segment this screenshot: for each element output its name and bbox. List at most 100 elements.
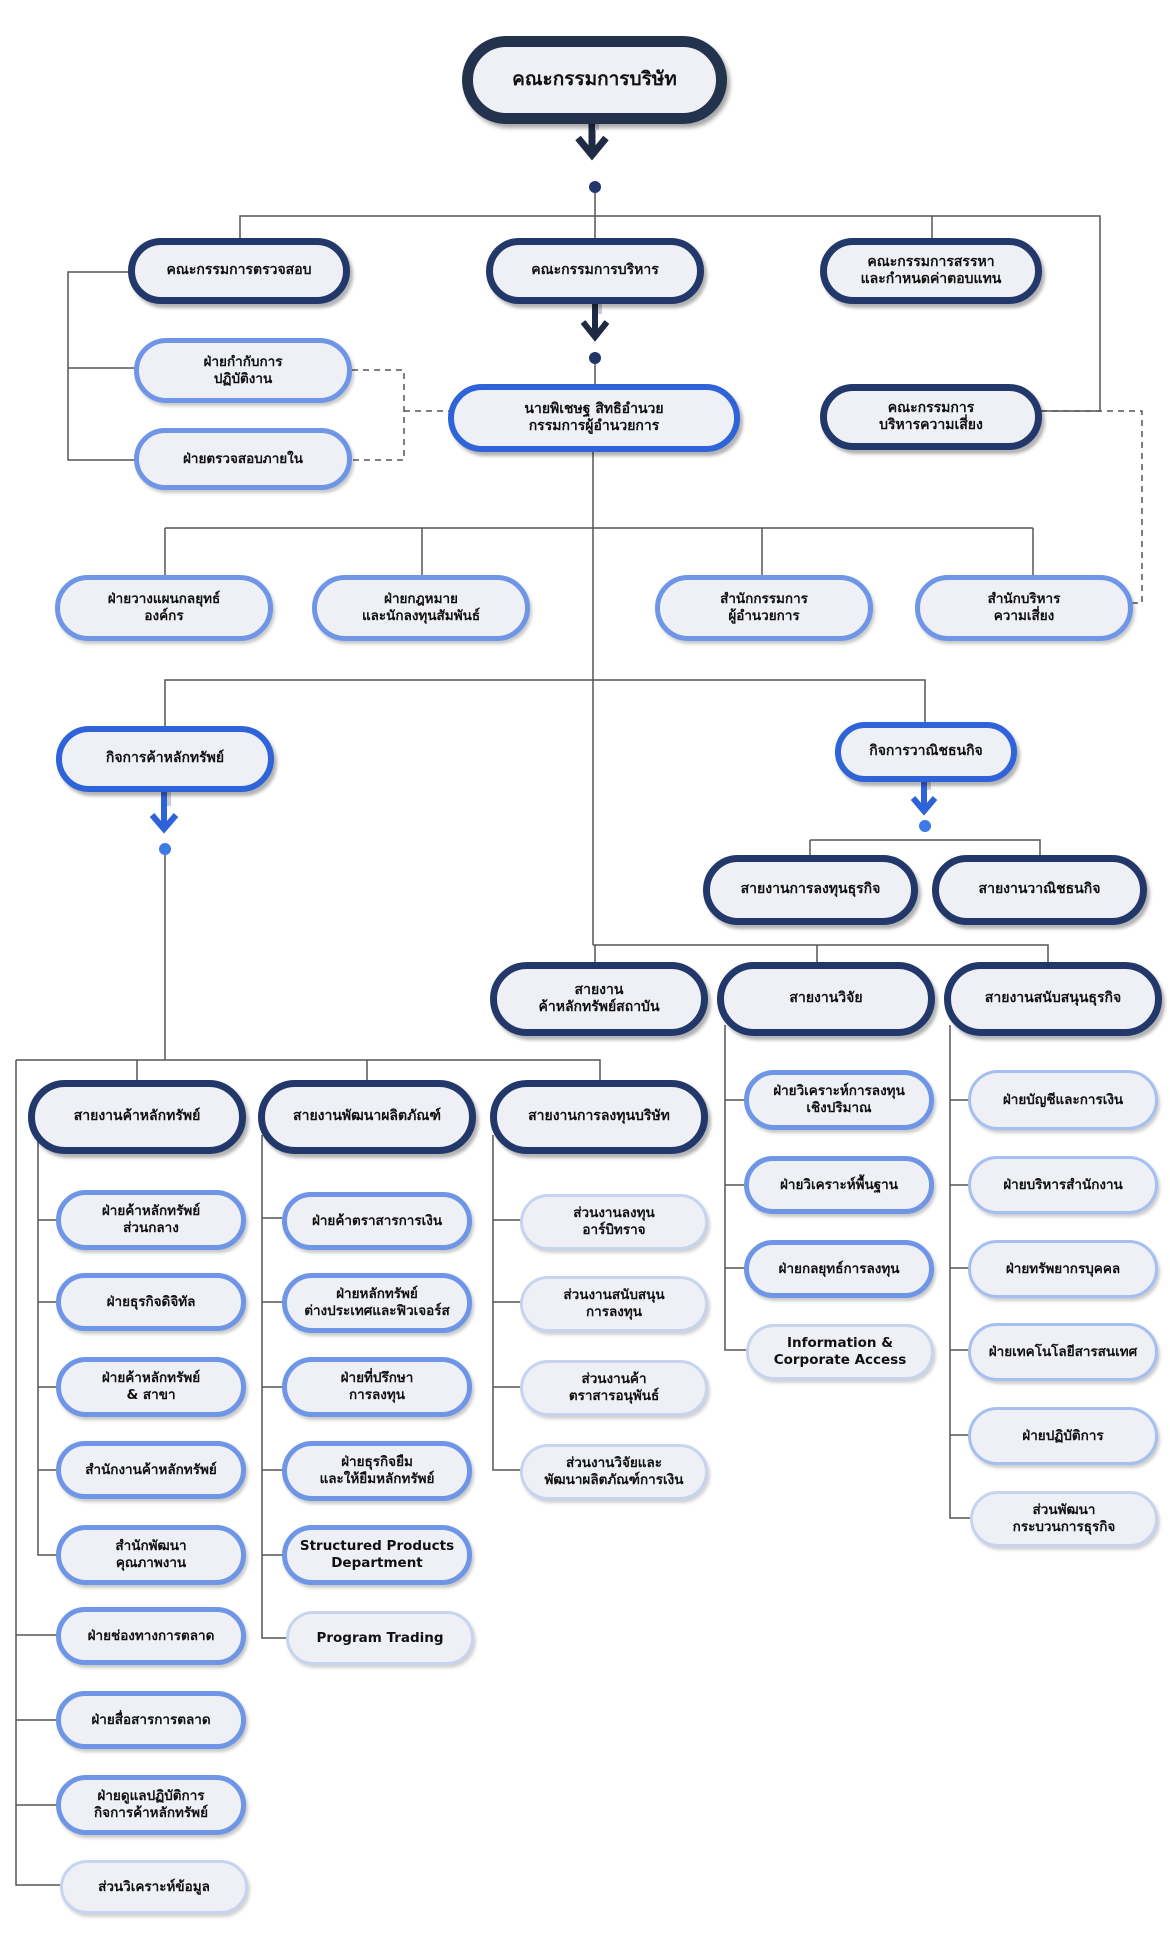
corporate-access-unit[interactable]: Information &Corporate Access <box>746 1324 934 1380</box>
office-admin-label: ฝ่ายบริหารสำนักงาน <box>1003 1176 1123 1193</box>
research-label: สายงานวิจัย <box>789 990 863 1007</box>
marketing-comm-label: ฝ่ายสื่อสารการตลาด <box>91 1711 211 1728</box>
commercial-business-label: กิจการวาณิชธนกิจ <box>869 743 983 760</box>
nomination-committee[interactable]: คณะกรรมการสรรหาและกำหนดค่าตอบแทน <box>820 238 1042 304</box>
institutional-label: สายงานค้าหลักทรัพย์สถาบัน <box>538 981 660 1016</box>
board-of-directors[interactable]: คณะกรรมการบริษัท <box>462 36 727 124</box>
arbitrage-unit[interactable]: ส่วนงานลงทุนอาร์บิทราจ <box>520 1194 708 1250</box>
sec-central-label: ฝ่ายค้าหลักทรัพย์ส่วนกลาง <box>101 1203 201 1236</box>
sec-branch-dept[interactable]: ฝ่ายค้าหลักทรัพย์& สาขา <box>56 1357 246 1417</box>
institutional-line[interactable]: สายงานค้าหลักทรัพย์สถาบัน <box>490 962 708 1036</box>
board-label: คณะกรรมการบริษัท <box>512 68 677 91</box>
sbl-dept[interactable]: ฝ่ายธุรกิจยืมและให้ยืมหลักทรัพย์ <box>282 1441 472 1501</box>
investment-strategy-dept[interactable]: ฝ่ายกลยุทธ์การลงทุน <box>744 1240 934 1298</box>
sec-office[interactable]: สำนักงานค้าหลักทรัพย์ <box>56 1441 246 1499</box>
foreign-futures-label: ฝ่ายหลักทรัพย์ต่างประเทศและฟิวเจอร์ส <box>304 1286 450 1319</box>
process-dev-unit[interactable]: ส่วนพัฒนากระบวนการธุรกิจ <box>970 1491 1158 1547</box>
it-label: ฝ่ายเทคโนโลยีสารสนเทศ <box>988 1343 1138 1360</box>
executive-committee[interactable]: คณะกรรมการบริหาร <box>486 238 704 304</box>
program-trading-label: Program Trading <box>316 1629 444 1646</box>
strategic-planning-label: ฝ่ายวางแผนกลยุทธ์องค์กร <box>107 591 221 624</box>
business-support-line[interactable]: สายงานสนับสนุนธุรกิจ <box>944 962 1162 1036</box>
investment-advisory-dept[interactable]: ฝ่ายที่ปรึกษาการลงทุน <box>282 1357 472 1417</box>
ceo-office[interactable]: สำนักกรรมการผู้อำนวยการ <box>655 575 873 641</box>
executive-committee-label: คณะกรรมการบริหาร <box>531 262 659 279</box>
quant-analysis-dept[interactable]: ฝ่ายวิเคราะห์การลงทุนเชิงปริมาณ <box>744 1070 934 1130</box>
operations-dept[interactable]: ฝ่ายปฏิบัติการ <box>968 1407 1158 1465</box>
compliance-dept[interactable]: ฝ่ายกำกับการปฏิบัติงาน <box>134 338 352 403</box>
securities-line-label: สายงานค้าหลักทรัพย์ <box>73 1108 201 1125</box>
company-investment-line[interactable]: สายงานการลงทุนบริษัท <box>490 1080 708 1154</box>
sec-branch-label: ฝ่ายค้าหลักทรัพย์& สาขา <box>101 1370 201 1403</box>
accounting-dept[interactable]: ฝ่ายบัญชีและการเงิน <box>968 1070 1158 1130</box>
product-dev-line[interactable]: สายงานพัฒนาผลิตภัณฑ์ <box>258 1080 476 1154</box>
securities-business-label: กิจการค้าหลักทรัพย์ <box>105 750 225 767</box>
digital-label: ฝ่ายธุรกิจดิจิทัล <box>106 1293 196 1310</box>
money-market-label: ฝ่ายค้าตราสารการเงิน <box>311 1212 443 1229</box>
ceo-node[interactable]: นายพิเชษฐ สิทธิอำนวยกรรมการผู้อำนวยการ <box>448 384 740 452</box>
legal-dept[interactable]: ฝ่ายกฎหมายและนักลงทุนสัมพันธ์ <box>312 575 530 641</box>
sec-office-label: สำนักงานค้าหลักทรัพย์ <box>85 1461 217 1478</box>
investment-support-unit[interactable]: ส่วนงานสนับสนุนการลงทุน <box>520 1276 708 1332</box>
data-analysis-label: ส่วนวิเคราะห์ข้อมูล <box>98 1878 210 1895</box>
ceo-label: นายพิเชษฐ สิทธิอำนวยกรรมการผู้อำนวยการ <box>524 400 664 435</box>
money-market-dept[interactable]: ฝ่ายค้าตราสารการเงิน <box>282 1192 472 1250</box>
risk-office[interactable]: สำนักบริหารความเสี่ยง <box>915 575 1133 641</box>
operations-label: ฝ่ายปฏิบัติการ <box>1022 1427 1104 1444</box>
internal-audit-label: ฝ่ายตรวจสอบภายใน <box>182 450 304 467</box>
hr-label: ฝ่ายทรัพยากรบุคคล <box>1005 1260 1121 1277</box>
commercial-line-label: สายงานวาณิชธนกิจ <box>978 881 1101 898</box>
research-line[interactable]: สายงานวิจัย <box>717 962 935 1036</box>
operations-oversight-dept[interactable]: ฝ่ายดูแลปฏิบัติการกิจการค้าหลักทรัพย์ <box>56 1775 246 1835</box>
channels-dept[interactable]: ฝ่ายช่องทางการตลาด <box>56 1607 246 1665</box>
quality-dev-label: สำนักพัฒนาคุณภาพงาน <box>115 1538 187 1571</box>
legal-label: ฝ่ายกฎหมายและนักลงทุนสัมพันธ์ <box>361 591 481 624</box>
foreign-futures-dept[interactable]: ฝ่ายหลักทรัพย์ต่างประเทศและฟิวเจอร์ส <box>282 1273 472 1333</box>
ceo-office-label: สำนักกรรมการผู้อำนวยการ <box>720 591 808 624</box>
business-support-label: สายงานสนับสนุนธุรกิจ <box>984 990 1122 1007</box>
risk-committee-label: คณะกรรมการบริหารความเสี่ยง <box>879 399 983 434</box>
fundamental-analysis-dept[interactable]: ฝ่ายวิเคราะห์พื้นฐาน <box>744 1156 934 1214</box>
accounting-label: ฝ่ายบัญชีและการเงิน <box>1002 1091 1124 1108</box>
internal-audit-dept[interactable]: ฝ่ายตรวจสอบภายใน <box>134 428 352 490</box>
audit-committee[interactable]: คณะกรรมการตรวจสอบ <box>128 238 350 304</box>
audit-committee-label: คณะกรรมการตรวจสอบ <box>166 262 312 279</box>
risk-office-label: สำนักบริหารความเสี่ยง <box>987 591 1061 624</box>
operations-oversight-label: ฝ่ายดูแลปฏิบัติการกิจการค้าหลักทรัพย์ <box>93 1788 208 1821</box>
fundamental-analysis-label: ฝ่ายวิเคราะห์พื้นฐาน <box>780 1176 898 1193</box>
program-trading-unit[interactable]: Program Trading <box>286 1611 474 1665</box>
derivatives-trading-label: ส่วนงานค้าตราสารอนุพันธ์ <box>568 1371 660 1404</box>
marketing-comm-dept[interactable]: ฝ่ายสื่อสารการตลาด <box>56 1691 246 1749</box>
corporate-access-label: Information &Corporate Access <box>773 1335 907 1368</box>
channels-label: ฝ่ายช่องทางการตลาด <box>87 1627 215 1644</box>
investment-strategy-label: ฝ่ายกลยุทธ์การลงทุน <box>778 1260 900 1277</box>
financial-product-rnd-unit[interactable]: ส่วนงานวิจัยและพัฒนาผลิตภัณฑ์การเงิน <box>520 1444 708 1500</box>
securities-line[interactable]: สายงานค้าหลักทรัพย์ <box>28 1080 246 1154</box>
risk-committee[interactable]: คณะกรรมการบริหารความเสี่ยง <box>820 384 1042 450</box>
investment-support-label: ส่วนงานสนับสนุนการลงทุน <box>563 1287 665 1320</box>
sec-central-dept[interactable]: ฝ่ายค้าหลักทรัพย์ส่วนกลาง <box>56 1190 246 1250</box>
sbl-label: ฝ่ายธุรกิจยืมและให้ยืมหลักทรัพย์ <box>319 1454 435 1487</box>
securities-business[interactable]: กิจการค้าหลักทรัพย์ <box>56 726 274 792</box>
arbitrage-label: ส่วนงานลงทุนอาร์บิทราจ <box>573 1205 655 1238</box>
compliance-label: ฝ่ายกำกับการปฏิบัติงาน <box>203 353 283 387</box>
hr-dept[interactable]: ฝ่ายทรัพยากรบุคคล <box>968 1240 1158 1298</box>
product-dev-label: สายงานพัฒนาผลิตภัณฑ์ <box>293 1108 441 1125</box>
quant-analysis-label: ฝ่ายวิเคราะห์การลงทุนเชิงปริมาณ <box>773 1083 905 1116</box>
it-dept[interactable]: ฝ่ายเทคโนโลยีสารสนเทศ <box>968 1323 1158 1381</box>
investment-banking-line[interactable]: สายงานการลงทุนธุรกิจ <box>703 855 918 925</box>
financial-product-rnd-label: ส่วนงานวิจัยและพัฒนาผลิตภัณฑ์การเงิน <box>544 1455 684 1488</box>
investment-banking-label: สายงานการลงทุนธุรกิจ <box>740 881 881 898</box>
commercial-line[interactable]: สายงานวาณิชธนกิจ <box>932 855 1147 925</box>
company-investment-label: สายงานการลงทุนบริษัท <box>528 1108 670 1125</box>
office-admin-dept[interactable]: ฝ่ายบริหารสำนักงาน <box>968 1156 1158 1214</box>
data-analysis-unit[interactable]: ส่วนวิเคราะห์ข้อมูล <box>60 1860 248 1914</box>
commercial-business[interactable]: กิจการวาณิชธนกิจ <box>835 722 1017 782</box>
quality-dev-office[interactable]: สำนักพัฒนาคุณภาพงาน <box>56 1525 246 1585</box>
investment-advisory-label: ฝ่ายที่ปรึกษาการลงทุน <box>340 1370 414 1403</box>
strategic-planning-dept[interactable]: ฝ่ายวางแผนกลยุทธ์องค์กร <box>55 575 273 641</box>
digital-dept[interactable]: ฝ่ายธุรกิจดิจิทัล <box>56 1273 246 1331</box>
derivatives-trading-unit[interactable]: ส่วนงานค้าตราสารอนุพันธ์ <box>520 1360 708 1416</box>
